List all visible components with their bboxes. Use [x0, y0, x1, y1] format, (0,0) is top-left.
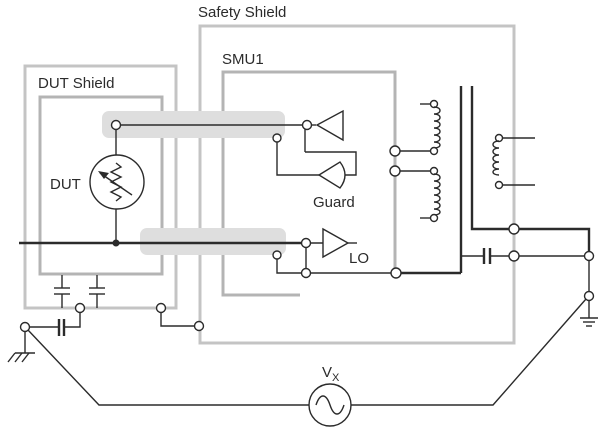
- dut-shield-label: DUT Shield: [38, 75, 114, 92]
- variable-resistor-icon: [89, 154, 145, 210]
- guard-buffer-icon: [317, 161, 346, 189]
- vx-label: VX: [322, 364, 340, 384]
- shield-cap-node: [508, 250, 520, 262]
- safety-shield-node: [193, 320, 205, 332]
- ground-icon: [580, 300, 598, 327]
- hi-smu-terminal: [301, 119, 313, 131]
- lo-buffer-icon: [322, 227, 350, 259]
- dut-shield-link-node: [155, 302, 167, 314]
- right-junction-node: [583, 250, 595, 262]
- dut-shield-outer-box: [23, 64, 178, 310]
- dut-shield-node: [74, 302, 86, 314]
- lo-common-wire: [276, 255, 396, 274]
- guard-wire: [276, 138, 319, 176]
- guard-label: Guard: [313, 194, 355, 211]
- lo-guard-terminal: [272, 250, 282, 260]
- transformer-secondary-icon: [492, 133, 535, 190]
- hi-dut-terminal: [110, 119, 122, 131]
- dut-shield-capacitance-icon: [54, 275, 105, 308]
- guard-feedback-loop: [305, 151, 357, 176]
- dut-shield-inner-box: [38, 95, 164, 276]
- dut-label: DUT: [50, 176, 81, 193]
- smu1-box: [221, 70, 397, 297]
- smu1-label: SMU1: [222, 51, 264, 68]
- lo-label: LO: [349, 250, 369, 267]
- smu-lo-terminal: [390, 267, 402, 279]
- shield-cap-wire: [65, 312, 81, 328]
- vx-left-wire: [27, 329, 309, 406]
- coupling-capacitor-icon: [482, 248, 492, 264]
- chassis-ground-icon: [7, 331, 35, 363]
- ac-source-icon: [308, 383, 352, 427]
- lo-cable-bus: [140, 228, 286, 255]
- stray-capacitor-icon: [57, 319, 66, 336]
- shield-link-wire: [160, 312, 195, 327]
- transformer-core-right: [470, 86, 591, 256]
- hi-buffer-icon: [315, 109, 344, 142]
- guard-terminal: [272, 133, 282, 143]
- shield-core-node: [508, 223, 520, 235]
- lo-common-node: [300, 267, 312, 279]
- lo-junction-dot: [112, 239, 120, 247]
- transformer-primary-icon: [389, 99, 441, 223]
- safety-shield-label: Safety Shield: [198, 4, 286, 21]
- vx-right-wire: [351, 298, 587, 406]
- lo-smu-terminal: [300, 237, 312, 249]
